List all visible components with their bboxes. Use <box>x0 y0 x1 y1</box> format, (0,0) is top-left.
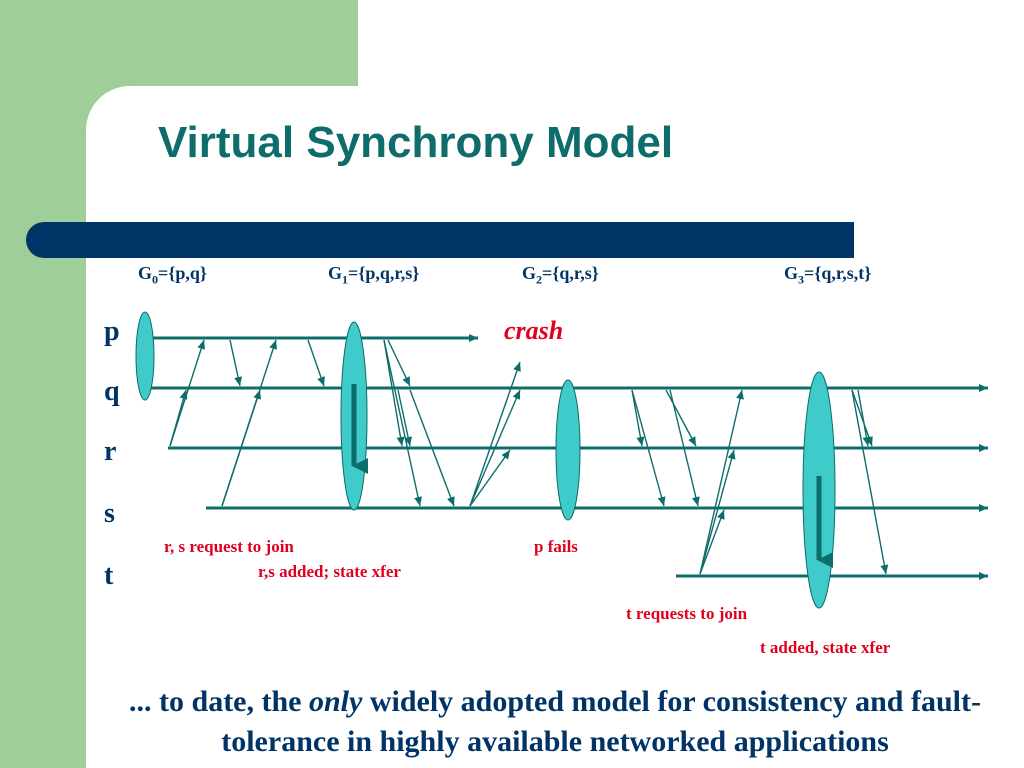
group-label-g2: G2={q,r,s} <box>522 263 599 287</box>
process-label-t: t <box>104 560 114 591</box>
message-arrow <box>851 389 889 575</box>
footer-text-end: widely adopted model for consistency and… <box>221 685 981 758</box>
message-arrow <box>699 509 725 575</box>
group-label-g3: G3={q,r,s,t} <box>784 263 872 287</box>
annotation-t-added: t added, state xfer <box>760 638 891 657</box>
title-divider-bar <box>26 222 854 258</box>
message-arrow <box>307 339 325 387</box>
message-arrow <box>699 389 744 575</box>
group-label-g0: G0={p,q} <box>138 263 207 287</box>
message-arrow <box>387 339 411 387</box>
message-arrow <box>221 339 278 507</box>
process-label-q: q <box>104 376 120 407</box>
footer-emphasis: only <box>309 685 363 718</box>
annotation-join-request: r, s request to join <box>164 537 294 556</box>
message-arrow <box>851 389 873 447</box>
message-arrow <box>397 389 413 447</box>
message-arrow <box>699 449 736 575</box>
annotation-rs-added: r,s added; state xfer <box>258 562 401 581</box>
message-arrow <box>469 389 521 507</box>
content-panel <box>86 86 1024 768</box>
view-ellipse-g0 <box>135 311 155 401</box>
message-arrow <box>169 339 206 447</box>
annotation-p-fails: p fails <box>534 537 578 556</box>
message-arrow <box>383 339 405 447</box>
background-green-strip <box>0 86 86 768</box>
process-label-r: r <box>104 436 117 467</box>
process-label-s: s <box>104 498 115 529</box>
message-arrow <box>383 339 423 507</box>
footer-text-start: ... to date, the <box>129 685 309 718</box>
view-ellipse-g2 <box>555 379 581 521</box>
message-arrow <box>229 339 242 387</box>
crash-label: crash <box>504 316 564 345</box>
annotation-t-join: t requests to join <box>626 604 748 623</box>
message-arrow <box>631 389 666 507</box>
footer-statement: ... to date, the only widely adopted mod… <box>100 682 1010 762</box>
message-arrow <box>469 361 521 507</box>
message-arrow <box>669 389 700 507</box>
message-arrow <box>469 449 511 507</box>
message-arrow <box>409 389 455 507</box>
slide-title: Virtual Synchrony Model <box>158 118 674 167</box>
message-arrow <box>665 389 697 447</box>
message-arrow <box>857 389 871 447</box>
process-label-p: p <box>104 316 120 347</box>
group-label-g1: G1={p,q,r,s} <box>328 263 420 287</box>
message-arrow <box>631 389 645 447</box>
